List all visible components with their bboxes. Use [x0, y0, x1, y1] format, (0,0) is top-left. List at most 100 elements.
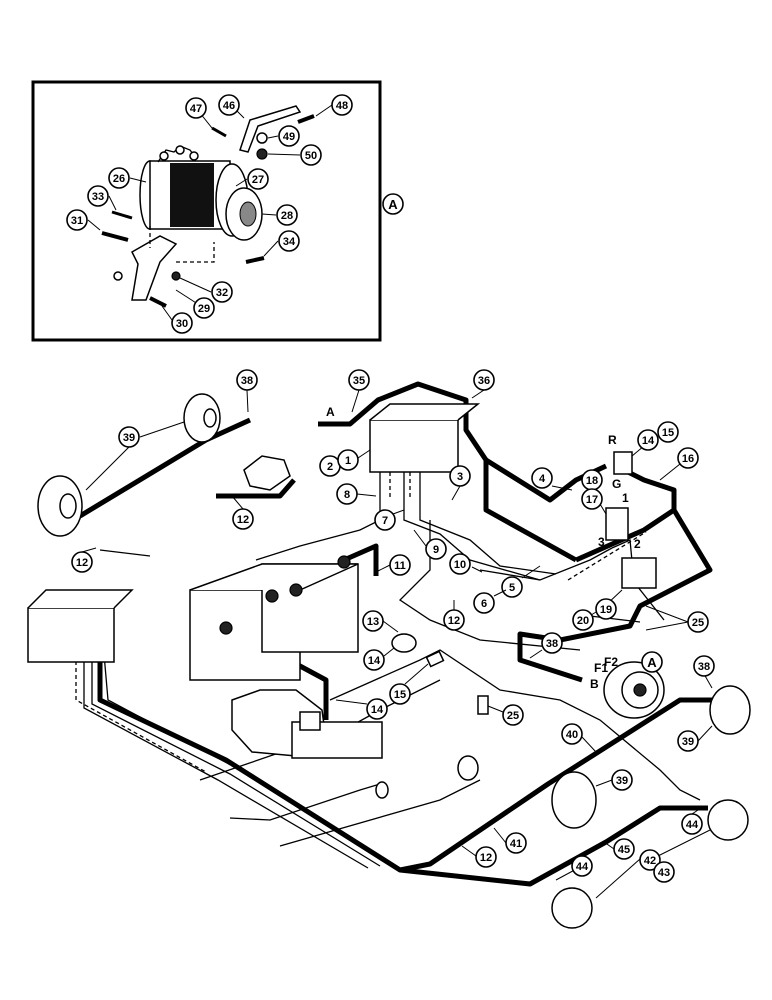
svg-text:26: 26	[113, 173, 125, 185]
callout-17: 14	[637, 429, 659, 451]
svg-text:8: 8	[344, 489, 350, 501]
oil-pressure-switch	[375, 781, 389, 799]
wire-label-a: A	[326, 405, 335, 419]
svg-text:28: 28	[281, 210, 293, 222]
callout-2: 2	[319, 455, 341, 477]
callout-16: 15	[389, 683, 411, 705]
svg-text:45: 45	[618, 844, 630, 856]
callout-47: 48	[331, 94, 353, 116]
mounting-bracket	[131, 235, 178, 301]
svg-text:25: 25	[507, 710, 519, 722]
wire-label-r: R	[608, 433, 617, 447]
svg-text:38: 38	[241, 375, 253, 387]
tail-light-42	[707, 799, 749, 841]
callout-39-center: 39	[611, 769, 633, 791]
callout-41: 41	[505, 832, 527, 854]
callout-45: 45	[613, 838, 635, 860]
horn	[243, 455, 291, 491]
rear-light-39-right	[709, 685, 751, 735]
svg-text:15: 15	[662, 427, 674, 439]
svg-text:14: 14	[368, 655, 381, 667]
svg-text:4: 4	[539, 473, 546, 485]
svg-text:6: 6	[481, 598, 487, 610]
callout-13: 13	[362, 610, 384, 632]
callout-44-right: 44	[681, 813, 703, 835]
svg-text:40: 40	[566, 729, 578, 741]
callout-12-center: 12	[443, 609, 465, 631]
svg-text:11: 11	[394, 560, 406, 572]
svg-text:2: 2	[327, 461, 333, 473]
callout-48: 47	[185, 97, 207, 119]
svg-text:20: 20	[577, 615, 589, 627]
svg-text:14: 14	[371, 704, 384, 716]
callout-39-right: 39	[677, 730, 699, 752]
svg-text:44: 44	[686, 819, 699, 831]
callout-24: 25	[687, 611, 709, 633]
washer-49	[256, 132, 268, 144]
callout-circle-a-main: A	[641, 651, 663, 673]
junction-box	[369, 403, 481, 473]
callout-1: 1	[337, 449, 359, 471]
svg-text:50: 50	[305, 150, 317, 162]
svg-text:41: 41	[510, 838, 522, 850]
wire-label-g: G	[612, 477, 621, 491]
switch-25	[477, 695, 489, 715]
callout-32: 32	[211, 281, 233, 303]
callout-27: 27	[247, 168, 269, 190]
svg-text:15: 15	[394, 689, 406, 701]
thin-wires	[75, 430, 701, 869]
tail-light-43	[551, 887, 593, 929]
alternator-body	[139, 145, 263, 241]
svg-text:36: 36	[478, 375, 490, 387]
callout-4: 4	[531, 467, 553, 489]
relay-22	[621, 557, 657, 589]
svg-text:48: 48	[336, 100, 348, 112]
svg-text:12: 12	[237, 514, 249, 526]
callout-36: 36	[473, 369, 495, 391]
svg-text:A: A	[647, 655, 657, 670]
svg-text:39: 39	[616, 775, 628, 787]
adjusting-strap	[239, 105, 302, 153]
wire-label-3: 3	[598, 535, 605, 549]
svg-text:5: 5	[509, 582, 515, 594]
harness-40	[97, 610, 718, 873]
bolt-48	[211, 126, 227, 138]
svg-text:30: 30	[176, 318, 188, 330]
sender-unit	[457, 755, 479, 781]
svg-text:12: 12	[480, 852, 492, 864]
gauge-14	[391, 633, 417, 653]
ground-cable-11	[342, 543, 379, 576]
svg-text:25: 25	[692, 617, 704, 629]
svg-text:31: 31	[71, 215, 83, 227]
starter-motor	[231, 689, 383, 759]
svg-text:47: 47	[190, 103, 202, 115]
headlight-front-left	[37, 475, 83, 537]
connector-16	[425, 650, 445, 668]
callout-18: 15	[657, 421, 679, 443]
callout-40: 40	[561, 723, 583, 745]
inset-callout-a: A	[382, 193, 404, 215]
callout-35: 35	[348, 369, 370, 391]
callout-6: 6	[473, 592, 495, 614]
svg-text:12: 12	[76, 557, 88, 569]
alternator	[603, 661, 665, 719]
callout-38-center: 38	[541, 632, 563, 654]
callout-34: 34	[278, 230, 300, 252]
callout-49: 49	[278, 125, 300, 147]
callout-29: 29	[193, 297, 215, 319]
bolt-47	[297, 114, 315, 124]
svg-text:12: 12	[448, 615, 460, 627]
wire-label-f1: F1	[594, 661, 608, 675]
bolt-31	[101, 231, 129, 242]
rear-light-39-center	[551, 771, 597, 829]
regulator-20	[605, 507, 629, 541]
svg-text:7: 7	[382, 515, 388, 527]
svg-text:44: 44	[576, 861, 589, 873]
harness-19	[574, 465, 677, 563]
callout-39-left: 39	[118, 426, 140, 448]
callout-11: 11	[389, 554, 411, 576]
callout-10: 10	[449, 553, 471, 575]
svg-text:42: 42	[644, 855, 656, 867]
callout-46: 46	[218, 94, 240, 116]
